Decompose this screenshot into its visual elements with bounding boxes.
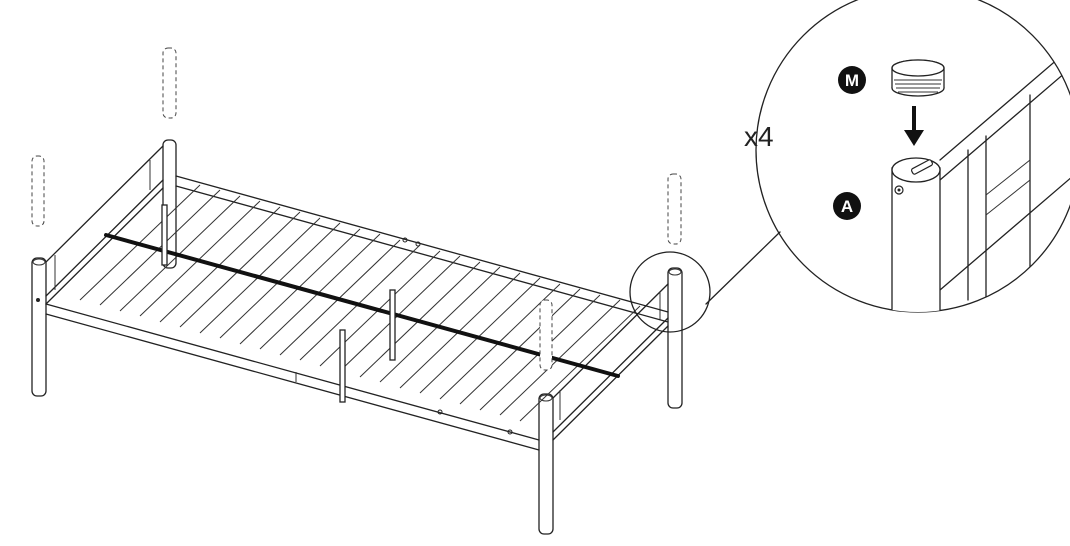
detail-zoom-content	[891, 39, 1070, 312]
cap-part-M	[891, 59, 945, 97]
dashed-post-extensions	[31, 47, 682, 371]
head-end-frame	[31, 139, 177, 397]
part-badge-M: M	[838, 66, 866, 94]
center-support-bar	[104, 204, 620, 403]
bed-frame	[31, 47, 683, 535]
front-right-post	[538, 393, 554, 535]
front-left-post	[31, 257, 47, 397]
detail-callout: M A x4	[629, 0, 1070, 333]
detail-source-circle	[629, 251, 711, 333]
callout-leader-line	[705, 231, 781, 305]
part-label-A: A	[841, 197, 853, 216]
foot-end-frame	[538, 267, 683, 535]
part-badge-icon	[833, 192, 861, 220]
part-badge-A: A	[833, 192, 861, 220]
down-arrow-icon	[904, 106, 924, 146]
side-rails	[45, 175, 669, 451]
back-right-post	[667, 267, 683, 409]
quantity-label: x4	[744, 121, 774, 152]
part-label-M: M	[845, 71, 859, 90]
part-badge-icon	[838, 66, 866, 94]
